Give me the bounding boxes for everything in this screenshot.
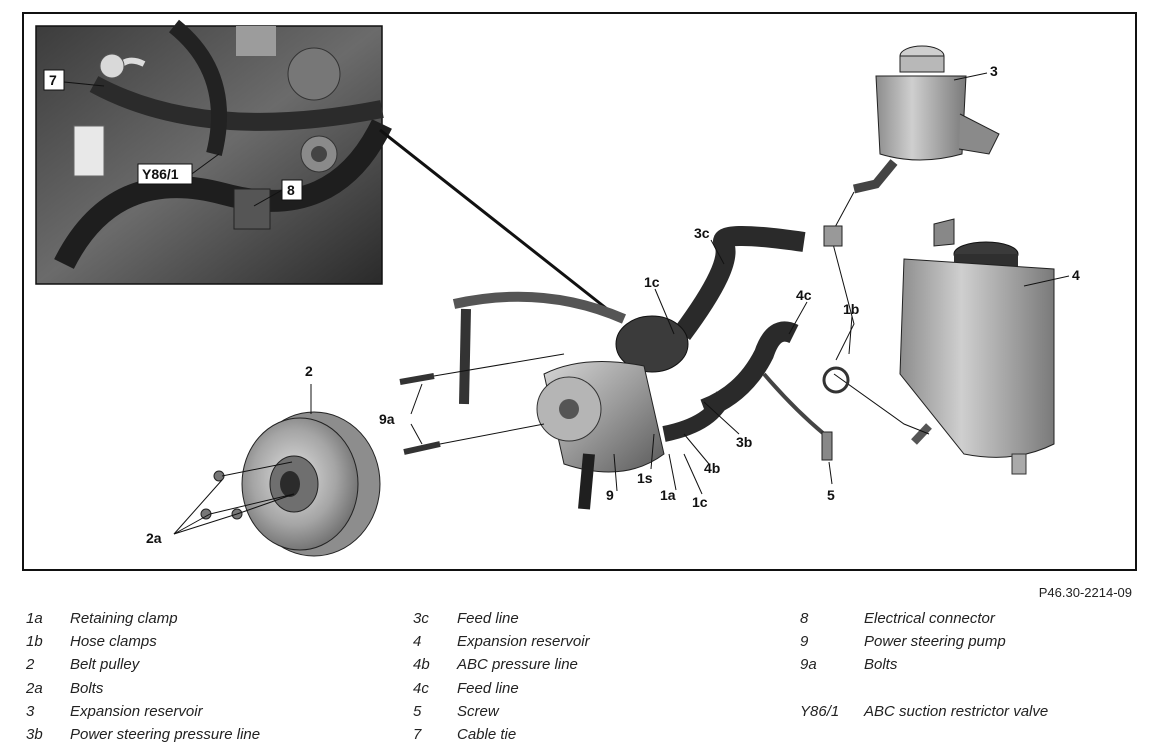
legend-code: 1b bbox=[26, 633, 43, 650]
callout-9a: 9a bbox=[379, 411, 395, 427]
legend-code: 2 bbox=[26, 656, 35, 673]
legend-description: Feed line bbox=[457, 680, 519, 697]
callout-3b: 3b bbox=[736, 434, 752, 450]
callout-1b: 1b bbox=[843, 301, 859, 317]
inset-pointer-line bbox=[379, 128, 617, 318]
legend-code: 5 bbox=[413, 703, 422, 720]
callout-5: 5 bbox=[827, 487, 835, 503]
callout-1c-bottom: 1c bbox=[692, 494, 708, 510]
legend-code: 8 bbox=[800, 610, 809, 627]
callout-4b: 4b bbox=[704, 460, 720, 476]
callout-1c-top: 1c bbox=[644, 274, 660, 290]
legend-item: 4c Feed line bbox=[413, 680, 753, 700]
legend-code: 2a bbox=[26, 680, 43, 697]
legend-code: 3 bbox=[26, 703, 35, 720]
callout-7: 7 bbox=[49, 72, 57, 88]
legend-description: Electrical connector bbox=[864, 610, 995, 627]
callout-y86-box bbox=[137, 163, 193, 185]
callout-3c: 3c bbox=[694, 225, 710, 241]
hose-clamp bbox=[822, 366, 850, 394]
legend-code: 9a bbox=[800, 656, 817, 673]
legend-item: 3b Power steering pressure line bbox=[26, 726, 366, 746]
legend-item: 5 Screw bbox=[413, 703, 753, 723]
legend-code: Y86/1 bbox=[800, 703, 840, 720]
legend-item: 1a Retaining clamp bbox=[26, 610, 366, 630]
belt-pulley bbox=[200, 411, 381, 557]
legend-description: Belt pulley bbox=[70, 656, 140, 673]
callout-7-box bbox=[43, 69, 65, 91]
inset-photo bbox=[35, 19, 392, 285]
callout-1s: 1s bbox=[637, 470, 653, 486]
legend-description: Retaining clamp bbox=[70, 610, 178, 627]
legend-code: 3c bbox=[413, 610, 429, 627]
legend-description: Power steering pump bbox=[864, 633, 1006, 650]
legend-code: 4b bbox=[413, 656, 430, 673]
legend-item: 1b Hose clamps bbox=[26, 633, 366, 653]
legend-item: 9a Bolts bbox=[800, 656, 1140, 676]
legend-description: Screw bbox=[457, 703, 499, 720]
legend-description: Expansion reservoir bbox=[70, 703, 203, 720]
leader-lines bbox=[63, 72, 1070, 495]
legend-description: Cable tie bbox=[457, 726, 517, 743]
callout-y86-1: Y86/1 bbox=[142, 166, 179, 182]
legend-description: ABC pressure line bbox=[457, 656, 578, 673]
legend-code: 9 bbox=[800, 633, 809, 650]
legend-description: ABC suction restrictor valve bbox=[864, 703, 1049, 720]
legend-code: 4 bbox=[413, 633, 422, 650]
callout-2: 2 bbox=[305, 363, 313, 379]
callout-8: 8 bbox=[287, 182, 295, 198]
legend-description: Feed line bbox=[457, 610, 519, 627]
legend-item: 2a Bolts bbox=[26, 680, 366, 700]
legend-code: 4c bbox=[413, 680, 429, 697]
callout-1a: 1a bbox=[660, 487, 676, 503]
legend-item: 9 Power steering pump bbox=[800, 633, 1140, 653]
bolts-9a bbox=[399, 353, 565, 455]
callout-9: 9 bbox=[606, 487, 614, 503]
legend-item: 8 Electrical connector bbox=[800, 610, 1140, 630]
legend-description: Bolts bbox=[70, 680, 104, 697]
callout-4: 4 bbox=[1072, 267, 1080, 283]
legend-code: 3b bbox=[26, 726, 43, 743]
connector-lines bbox=[173, 191, 930, 535]
legend-description: Expansion reservoir bbox=[457, 633, 590, 650]
figure-reference: P46.30-2214-09 bbox=[1038, 585, 1132, 600]
diagram-frame: 3 4 3c 1c 4c 1b 3b 4b 1s 1a 1c 9 5 2 9a … bbox=[22, 12, 1137, 571]
legend-description: Hose clamps bbox=[70, 633, 157, 650]
legend-item: 4b ABC pressure line bbox=[413, 656, 753, 676]
legend-item: Y86/1 ABC suction restrictor valve bbox=[800, 703, 1140, 723]
reservoir-4 bbox=[899, 218, 1055, 475]
callout-3: 3 bbox=[990, 63, 998, 79]
legend-description: Power steering pressure line bbox=[70, 726, 261, 743]
legend-item: 3 Expansion reservoir bbox=[26, 703, 366, 723]
exploded-view-diagram: 3 4 3c 1c 4c 1b 3b 4b 1s 1a 1c 9 5 2 9a … bbox=[35, 19, 1080, 557]
legend-item: 2 Belt pulley bbox=[26, 656, 366, 676]
legend-item: 4 Expansion reservoir bbox=[413, 633, 753, 653]
callout-8-box bbox=[281, 179, 303, 201]
hose-clamp-upper bbox=[823, 225, 843, 247]
legend-description: Bolts bbox=[864, 656, 898, 673]
callout-2a: 2a bbox=[146, 530, 162, 546]
legend-item: 7 Cable tie bbox=[413, 726, 753, 746]
legend-item: 3c Feed line bbox=[413, 610, 753, 630]
legend-code: 1a bbox=[26, 610, 43, 627]
power-steering-pump bbox=[452, 226, 833, 510]
legend-code: 7 bbox=[413, 726, 422, 743]
reservoir-3 bbox=[853, 45, 1000, 194]
callout-4c: 4c bbox=[796, 287, 812, 303]
